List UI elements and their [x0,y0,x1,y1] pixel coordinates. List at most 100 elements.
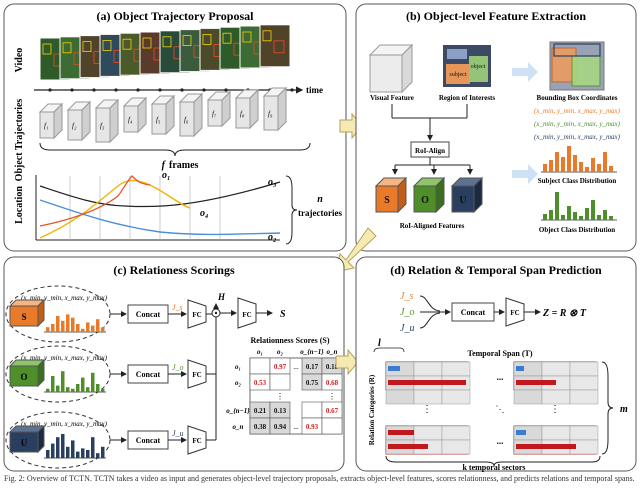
traj-cube-side [193,92,203,138]
matrix-border [249,357,343,435]
trajectories-word: trajectories [298,208,342,218]
m-var: m [620,404,628,415]
input-cube-front [9,305,39,327]
traj-label-o3: o₃ [268,177,277,188]
matrix-vdots: ⋮ [328,392,336,401]
matrix-cell [249,357,271,375]
figure-caption: Fig. 2: Overview of TCTN. TCTN takes a v… [4,474,635,483]
input-cube-label: S [21,312,26,322]
video-frame-box [273,40,285,54]
time-tick [92,88,96,92]
bbox-coord-line-1: (x_min, y_min, x_max, y_max) [534,107,621,115]
span-cell [569,389,599,405]
input-hist-bar [91,437,95,458]
span-cell [569,375,599,391]
video-frame-box [242,31,252,43]
span-cell [441,361,471,377]
fc-trapezoid [187,299,207,329]
span-bar-red [388,380,466,385]
span-cell [441,425,471,441]
dist-bar [567,146,571,172]
panel-b: (b) Object-level Feature Extraction Visu… [355,3,637,252]
row-header: o₁ [235,363,241,371]
input-cube-front [9,431,39,453]
video-frame [259,24,291,68]
span-cell [413,361,443,377]
span-bar [516,430,526,435]
s-label: S [280,309,286,320]
span-vdots: ⋮ [422,404,432,415]
video-frame-box [262,30,272,42]
input-hist-bar [51,376,55,392]
trajectories-axis-label: Object Trajectories [14,99,25,182]
span-dots: ... [497,372,504,382]
input-hist-bar [51,324,55,332]
traj-label-o1: o₁ [162,170,171,181]
span-cell [541,361,571,377]
region-of-interests-image: object subject [443,45,491,87]
panel-d-border [355,256,637,472]
video-frames [39,24,291,81]
time-tick [48,88,52,92]
m-brace [601,361,614,455]
matrix-cell [269,417,291,435]
matrix-dots: ... [293,423,299,431]
d-input-js: J_s [400,291,413,302]
time-tick [70,88,74,92]
temporal-span-grid: ......⋮⋮⋱ [385,361,599,455]
object-class-distribution [541,192,617,221]
frames-var: f [162,160,167,171]
frame-label: f₅ [156,116,161,124]
frame-label: f₉ [268,110,273,118]
input-hist-bar [96,453,100,458]
input-hist-bar [66,387,70,392]
roi-cube-front [451,185,475,213]
row-header: o₂ [235,379,242,387]
traj-cube-side [109,98,119,144]
input-hist-bar [91,325,95,332]
k-brace [385,455,601,467]
input-hist-bar [56,385,60,392]
video-frame-box [202,34,212,45]
time-tick [224,88,228,92]
d-merge-lines [419,295,441,329]
matrix-value: 0.38 [254,423,267,431]
input-hist-bar [86,322,90,332]
roi-align-label: RoI-Align [415,147,445,155]
d-fc-trapezoid [505,297,525,327]
dist-blue-arrow [512,164,538,184]
time-tick [158,88,162,92]
traj-label-o4: o₄ [200,208,209,219]
span-vdots: ⋮ [550,404,560,415]
span-ddots: ⋱ [496,404,505,414]
input-hist-bar [81,377,85,392]
coord-text: (x_min, y_min, x_max, y_max) [21,420,108,428]
frame-label: f₈ [240,110,245,118]
input-hist-bar [86,450,90,458]
video-frame-box [62,42,72,54]
traj-cube-front [123,105,139,133]
video-frame-box [142,37,152,49]
h-label: H [217,292,226,302]
dist-bar [603,152,607,172]
matrix-value: 0.68 [326,379,339,387]
col-header: o₂ [277,348,284,356]
input-hist-bar [66,446,70,458]
input-hist-bar [81,328,85,332]
visual-feature-label: Visual Feature [370,94,414,102]
coord-text: (x_min, y_min, x_max, y_max) [21,354,108,362]
matrix-cell [321,417,343,435]
roi-label: Region of Interests [439,94,496,102]
bbox-image [549,41,605,91]
matrix-dots: ... [293,363,299,371]
video-frame-box [122,38,132,50]
n-brace [285,175,298,245]
roi-aligned-features-label: RoI-Aligned Features [400,222,465,230]
panel-a: (a) Object Trajectory Proposal Video tim… [3,3,347,252]
input-hist-bar [76,324,80,332]
dist-bar [543,214,547,220]
